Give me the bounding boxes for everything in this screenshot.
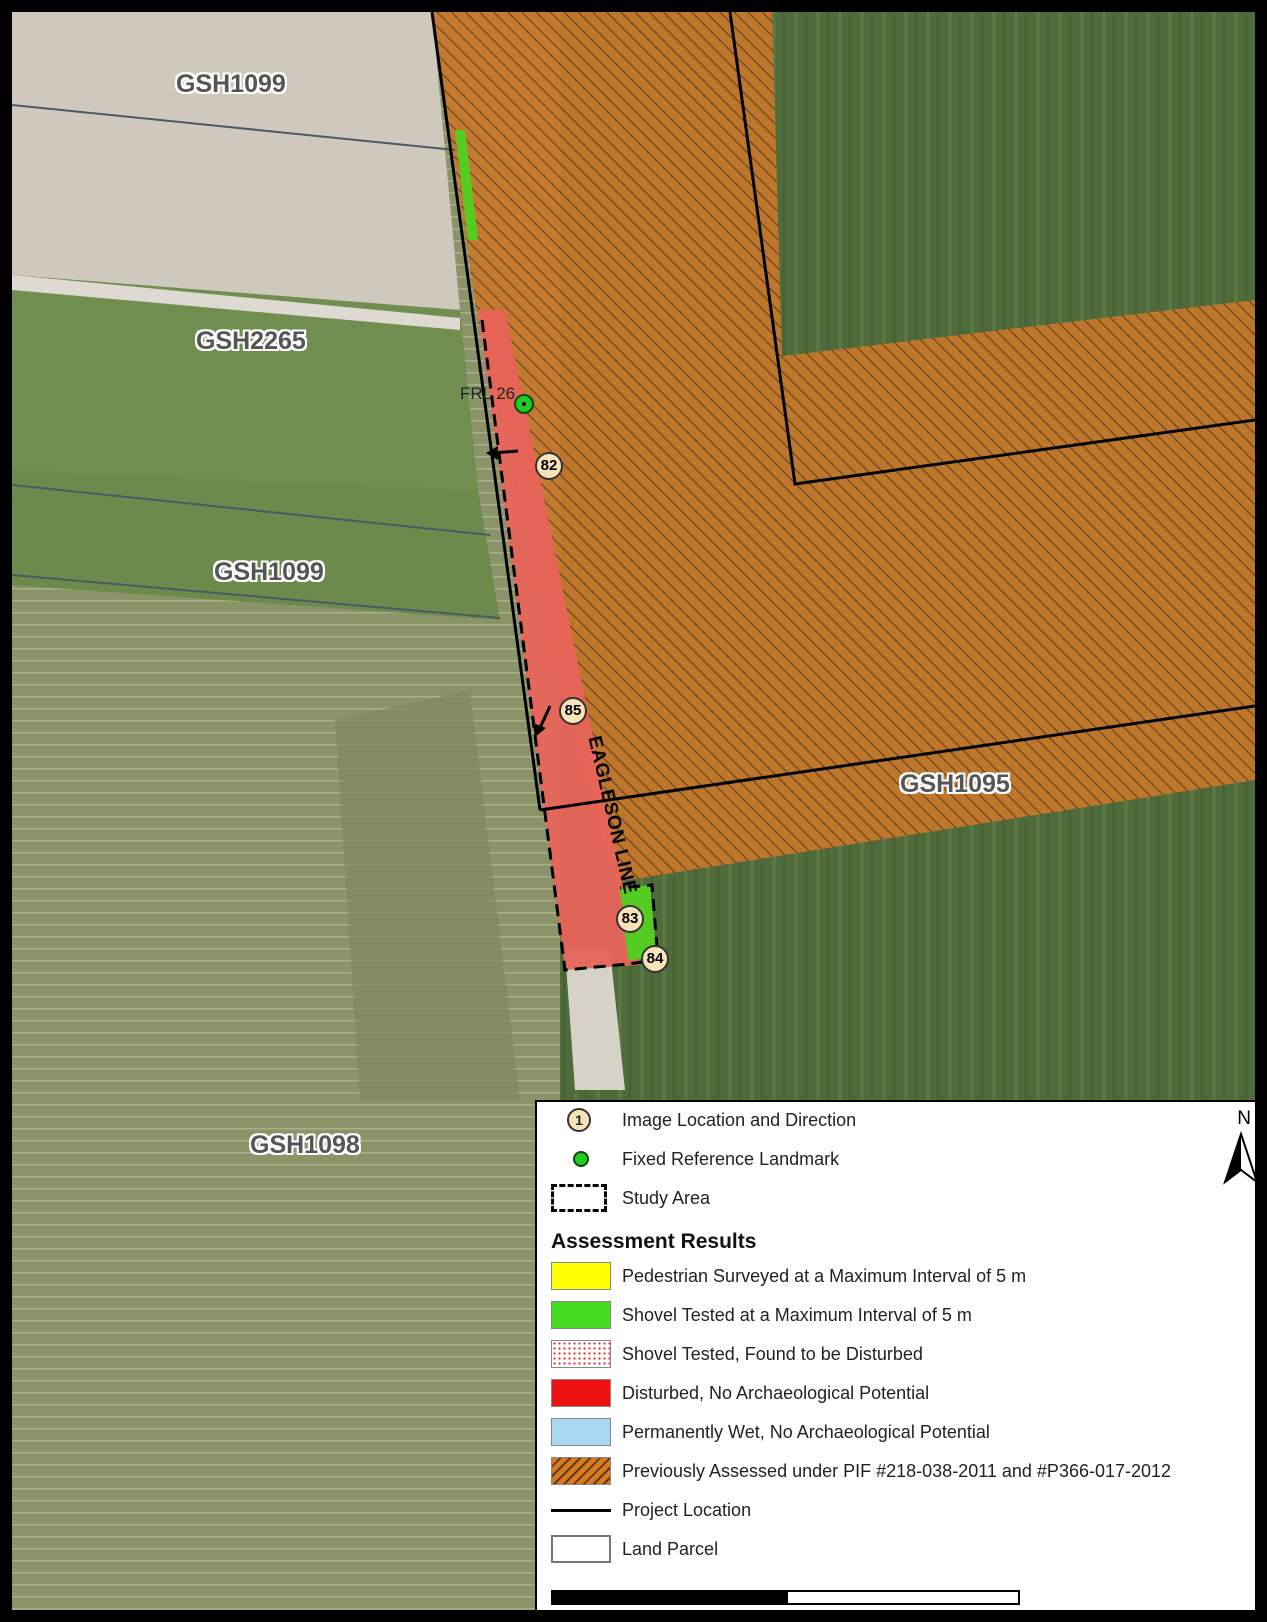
map-legend: N 1 Image Location and Direction Fixed R… [535,1100,1255,1622]
arrow-82-head [486,446,498,460]
field-gsh2265 [12,275,478,490]
scale-label-50: 50 [771,1610,792,1622]
arrow-85-head [533,723,546,737]
scale-bar [551,1590,1020,1605]
reference-landmark-label: FRL 26 [460,384,516,403]
field-top-left-bare [12,12,460,310]
parcel-label-gsh1099-top: GSH1099 [176,70,286,98]
field-gsh1099-mid [12,470,500,620]
project-line-west [430,12,542,811]
swatch-shovel-disturbed [551,1340,611,1368]
disturbed-strip [478,310,640,970]
image-marker-85[interactable]: 85 [559,697,587,725]
farm-lane [12,275,460,330]
swatch-permanently-wet [551,1418,611,1446]
image-marker-82[interactable]: 82 [535,452,563,480]
field-patch-top-right [772,12,1255,356]
swatch-disturbed [551,1379,611,1407]
aerial-map [12,12,1255,1610]
fixed-reference-dot [522,402,526,406]
arrow-85 [538,705,552,729]
shovel-tested-strip-top [455,130,478,240]
north-label: N [1237,1108,1251,1129]
image-location-icon: 1 [567,1108,591,1132]
parcel-line-2 [12,484,491,536]
image-marker-83[interactable]: 83 [616,905,644,933]
field-inner-block [335,690,520,1100]
swatch-shovel-tested [551,1301,611,1329]
swatch-pedestrian [551,1262,611,1290]
project-line-inner [728,12,1255,486]
study-area-icon [551,1184,607,1212]
parcel-label-gsh1095: GSH1095 [900,770,1010,798]
parcel-label-gsh1099-mid: GSH1099 [214,558,324,586]
swatch-land-parcel [551,1535,611,1563]
image-marker-84[interactable]: 84 [641,945,669,973]
gravel-road [565,950,625,1090]
parcel-label-gsh2265: GSH2265 [196,327,306,355]
project-line-south [539,704,1255,812]
project-location-icon [551,1509,611,1512]
legend-heading: Assessment Results [551,1230,757,1253]
fixed-reference-icon [573,1151,589,1167]
scale-label-100: 100 m [1007,1610,1058,1622]
swatch-previously-assessed [551,1457,611,1485]
north-arrow-icon [1223,1130,1255,1185]
parcel-label-gsh1098: GSH1098 [250,1131,360,1159]
parcel-line-3 [12,574,501,619]
scale-label-0: 0 [547,1610,558,1622]
parcel-line-1 [12,104,456,151]
